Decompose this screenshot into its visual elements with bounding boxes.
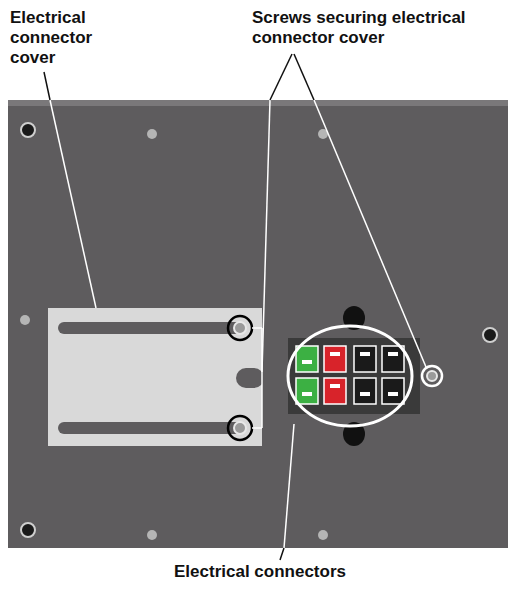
part-label: Electrical connectors xyxy=(120,562,400,582)
part-label: Electrical connector cover xyxy=(10,8,120,68)
part-label: Screws securing electrical connector cov… xyxy=(252,8,507,48)
leader-lines xyxy=(50,100,426,548)
electrical-connectors xyxy=(288,306,420,446)
panel-edge xyxy=(8,100,508,106)
panel xyxy=(8,100,508,548)
leader-lines-outer xyxy=(44,54,314,560)
right-screw xyxy=(422,366,442,386)
mounting-holes xyxy=(20,123,497,540)
connector-cover xyxy=(48,308,264,446)
